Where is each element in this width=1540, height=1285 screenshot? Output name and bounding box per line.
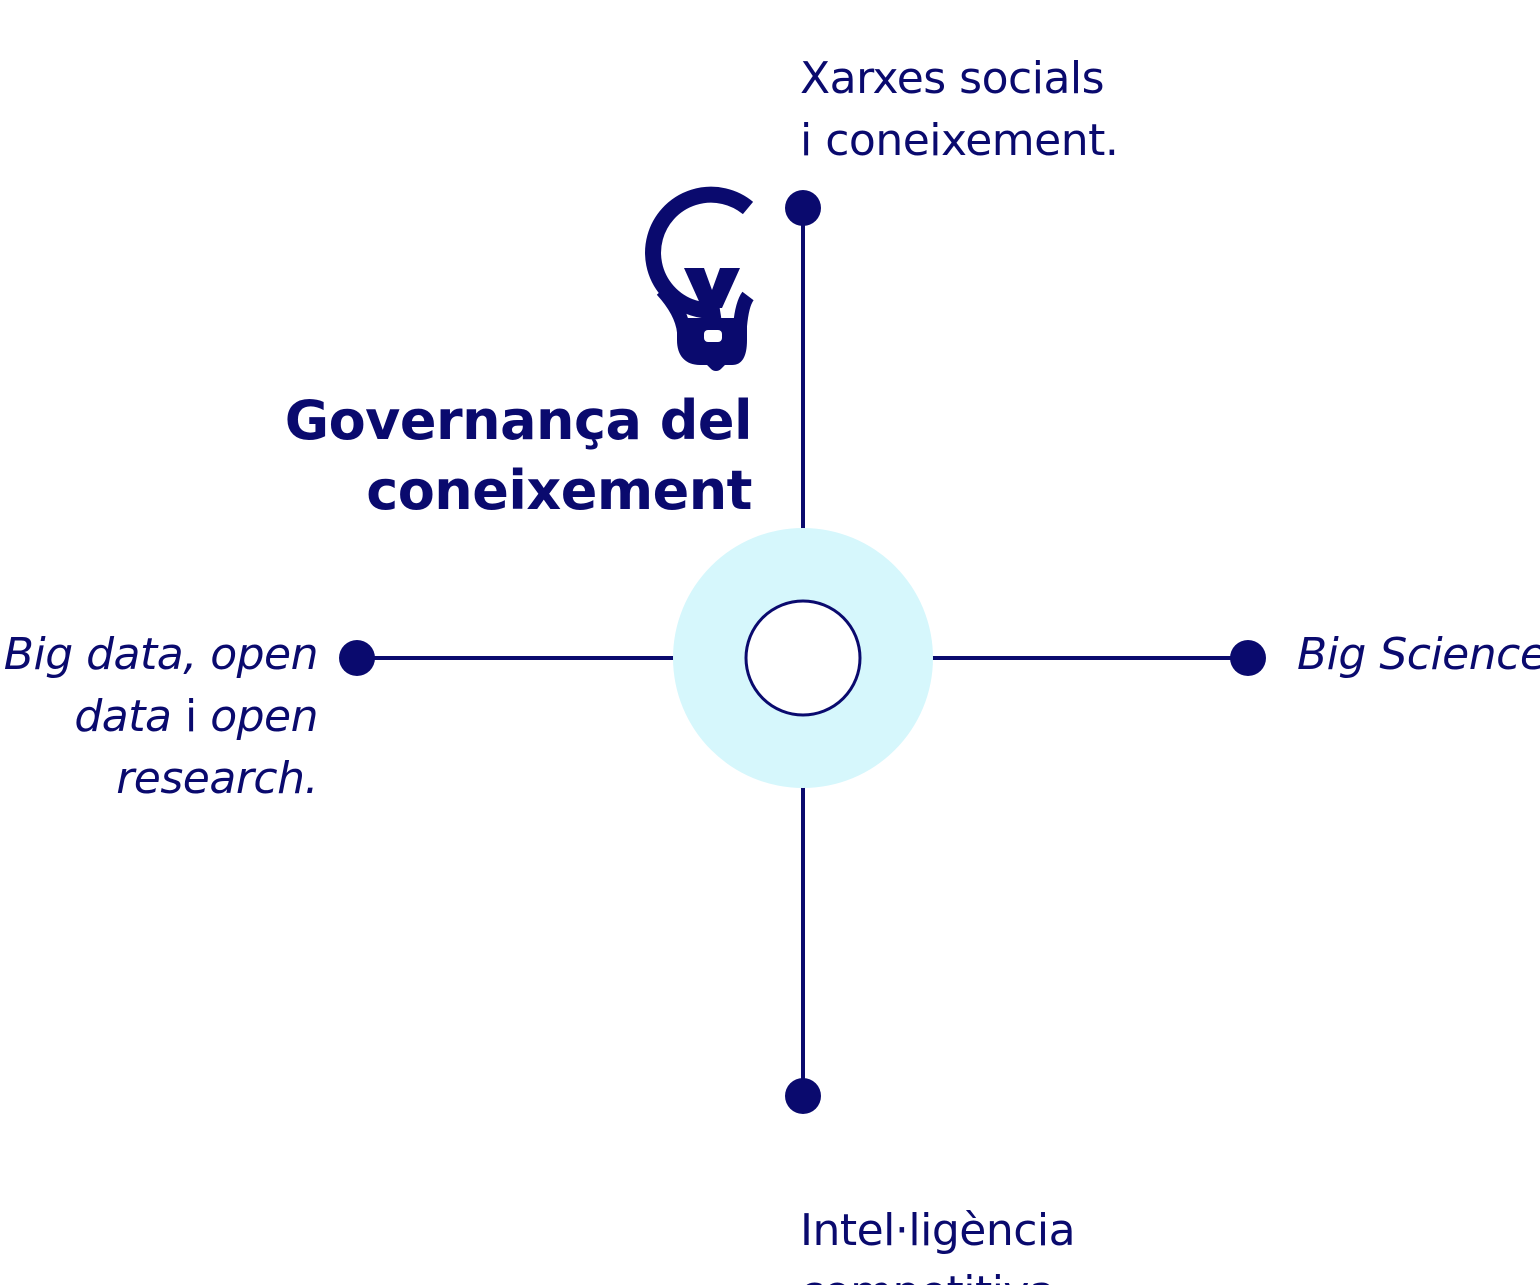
left-label-data-word: data — [74, 691, 172, 742]
right-node — [1230, 640, 1266, 676]
title-line-2: coneixement — [366, 459, 752, 522]
left-label-line-1: Big data, open — [3, 629, 319, 680]
lightbulb-icon — [645, 186, 754, 371]
title-line-1: Governança del — [284, 389, 753, 452]
left-label-open-word: open — [210, 691, 318, 742]
top-label-line-2: i coneixement. — [800, 115, 1119, 166]
diagram-title: Governança del coneixement — [284, 386, 753, 526]
top-label: Xarxes socials i coneixement. — [800, 48, 1119, 172]
bottom-label: Intel·ligència competitiva. — [800, 1200, 1076, 1285]
center-node — [744, 599, 862, 717]
left-node — [339, 640, 375, 676]
left-label: Big data, open data i open research. — [3, 624, 319, 810]
left-label-connector: i — [171, 691, 211, 742]
left-label-line-2: data i open — [4, 686, 318, 748]
top-label-line-1: Xarxes socials — [800, 53, 1105, 104]
bottom-node — [785, 1078, 821, 1114]
bottom-label-line-1: Intel·ligència — [800, 1205, 1076, 1256]
top-node — [785, 190, 821, 226]
bottom-label-line-2: competitiva. — [800, 1262, 1075, 1285]
right-label: Big Science. — [1297, 629, 1540, 680]
left-label-line-3: research. — [116, 753, 318, 804]
